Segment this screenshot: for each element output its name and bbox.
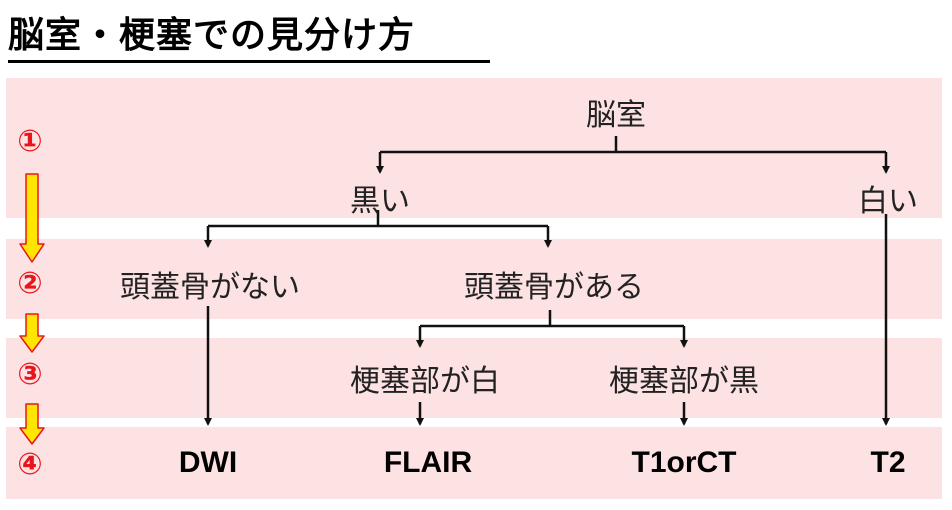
result-t1orct: T1orCT xyxy=(631,446,737,479)
node-white: 白い xyxy=(858,184,918,219)
node-black: 黒い xyxy=(350,184,410,219)
progress-arrow-1-icon xyxy=(19,173,45,263)
result-dwi: DWI xyxy=(178,446,238,479)
result-t2: T2 xyxy=(870,446,906,479)
node-infarct-black: 梗塞部が黒 xyxy=(609,364,759,399)
step-2-label: ② xyxy=(17,266,43,301)
progress-arrow-2-icon xyxy=(19,313,45,353)
result-flair: FLAIR xyxy=(383,446,473,479)
row-band-3 xyxy=(6,338,942,418)
node-no-skull: 頭蓋骨がない xyxy=(120,270,300,305)
row-band-4 xyxy=(6,427,942,499)
row-band-2 xyxy=(6,239,942,319)
step-1-label: ① xyxy=(17,124,43,159)
node-has-skull: 頭蓋骨がある xyxy=(464,270,644,305)
step-4-label: ④ xyxy=(17,447,43,482)
title-underline xyxy=(8,60,490,63)
node-infarct-white: 梗塞部が白 xyxy=(350,364,500,399)
node-ventricle: 脳室 xyxy=(586,98,646,133)
progress-arrow-3-icon xyxy=(19,403,45,445)
page-title: 脳室・梗塞での見分け方 xyxy=(8,15,416,56)
step-3-label: ③ xyxy=(17,357,43,392)
row-band-1 xyxy=(6,78,942,218)
